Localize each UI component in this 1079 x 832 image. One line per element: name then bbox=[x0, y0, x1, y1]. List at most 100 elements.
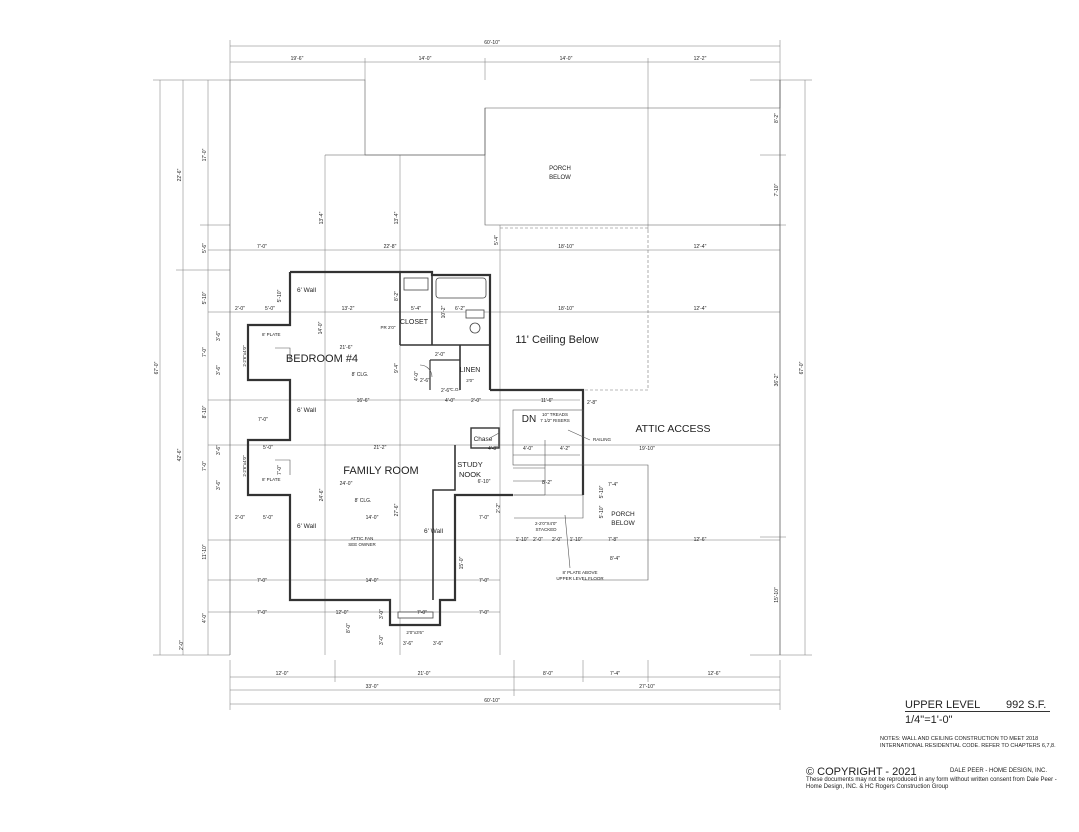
linen-label: LINEN bbox=[460, 367, 481, 374]
dim-low-9: 3'-6" bbox=[433, 641, 443, 647]
dim-low-2: 14'-0" bbox=[366, 578, 379, 584]
stacked-label: STACKED bbox=[536, 527, 558, 532]
dim-left-10: 3'-6" bbox=[216, 480, 222, 490]
dim-bottom-4: 7'-4" bbox=[610, 671, 620, 677]
top-dimensions: 60'-10" 19'-6" 14'-0" 14'-0" 12'-2" bbox=[291, 40, 707, 62]
co-label: C.O. bbox=[450, 387, 459, 392]
dim-left-lower: 42'-6" bbox=[177, 448, 183, 461]
dim-v-1: 13'-4" bbox=[319, 211, 325, 224]
dim-low-19: 15'-0" bbox=[459, 556, 465, 569]
dim-low-12: 2'-0" bbox=[552, 537, 562, 543]
dim-hall-8: 7'-0" bbox=[258, 417, 268, 423]
title-legal: These documents may not be reproduced in… bbox=[806, 777, 1057, 790]
dim-right-4: 15'-10" bbox=[774, 587, 780, 603]
porch-top-label-2: BELOW bbox=[549, 175, 571, 181]
bay-window-label: 2'0"x3'6" bbox=[406, 630, 424, 635]
dim-hall-4: 11'-6" bbox=[541, 398, 554, 404]
dim-bed-6: 10'-2" bbox=[441, 305, 447, 318]
window-label-a: 2-2'6"x4'0" bbox=[242, 345, 247, 367]
dim-left-outer: 67'-0" bbox=[154, 361, 160, 374]
attic-fan-label-2: SEE OWNER bbox=[348, 542, 376, 547]
title-square-feet: 992 S.F. bbox=[1006, 699, 1047, 711]
hall-dimensions: 16'-6" 4'-0" 2'-0" 11'-6" 2'-8" 2'-6" 2'… bbox=[258, 378, 655, 452]
stair-down-label: DN bbox=[522, 414, 536, 425]
lower-dimensions: 7'-0" 14'-0" 7'-0" 7'-0" 12'-0" 7'-0" 7'… bbox=[257, 482, 707, 647]
dim-low-21: 3'-0" bbox=[379, 609, 385, 619]
dim-fam-16: 5'-10" bbox=[599, 485, 605, 498]
dim-low-22: 3'-0" bbox=[379, 635, 385, 645]
bedroom-ceiling-label: 8' CLG. bbox=[352, 372, 369, 378]
dim-bed-10: 8'-2" bbox=[394, 291, 400, 301]
window-label-b: 2-2'6"x4'0" bbox=[242, 455, 247, 477]
dim-bottom-overall: 60'-10" bbox=[484, 698, 500, 704]
study-label-1: STUDY bbox=[457, 460, 482, 469]
dim-low-1: 7'-0" bbox=[257, 578, 267, 584]
dim-low-7: 7'-0" bbox=[479, 610, 489, 616]
title-level: UPPER LEVEL bbox=[905, 699, 981, 711]
dim-left-6: 3'-6" bbox=[216, 365, 222, 375]
dim-low-8: 3'-6" bbox=[403, 641, 413, 647]
dim-bed-1: 2'-0" bbox=[235, 306, 245, 312]
bedroom-dimensions: 2'-0" 5'-0" 13'-2" 5'-4" 6'-2" 10'-2" 21… bbox=[235, 289, 465, 381]
dim-row-b-1: 18'-10" bbox=[558, 306, 574, 312]
closet-label: CLOSET bbox=[400, 319, 429, 326]
interior-walls bbox=[399, 272, 584, 600]
bedroom-label: BEDROOM #4 bbox=[286, 353, 358, 365]
dim-right-2: 7'-10" bbox=[774, 183, 780, 196]
plate-label-a: 8' PLATE bbox=[262, 332, 281, 337]
dim-left-7: 8'-10" bbox=[202, 405, 208, 418]
dim-row-b-2: 12'-4" bbox=[694, 306, 707, 312]
dim-left-5: 7'-0" bbox=[202, 347, 208, 357]
family-dimensions: 5'-0" 21'-2" 24'-0" 14'-0" 5'-0" 2'-0" 2… bbox=[235, 445, 605, 521]
dim-fam-6: 2'-0" bbox=[235, 515, 245, 521]
dim-low-18: 5'-10" bbox=[599, 505, 605, 518]
dim-v-2: 13'-4" bbox=[394, 211, 400, 224]
dim-fam-13: 4'-0" bbox=[523, 446, 533, 452]
dim-row-a-2: 22'-8" bbox=[384, 244, 397, 250]
dim-left-3: 5'-10" bbox=[202, 291, 208, 304]
porch-right-label-1: PORCH bbox=[611, 511, 635, 518]
title-firm: DALE PEER - HOME DESIGN, INC. bbox=[950, 768, 1048, 774]
dim-low-4: 7'-0" bbox=[257, 610, 267, 616]
dim-top-2: 14'-0" bbox=[419, 56, 432, 62]
title-underline bbox=[905, 711, 1050, 712]
chase-label: Chase bbox=[474, 436, 493, 443]
dim-low-14: 7'-8" bbox=[608, 537, 618, 543]
dim-hall-1: 16'-6" bbox=[357, 398, 370, 404]
ceiling-below-label: 11' Ceiling Below bbox=[515, 334, 598, 346]
dim-right-1: 8'-2" bbox=[774, 113, 780, 123]
treads-label: 10" TREADS bbox=[542, 412, 568, 417]
dim-bottom-sub-1: 33'-0" bbox=[366, 684, 379, 690]
porch-right-label-2: BELOW bbox=[611, 520, 635, 527]
dim-fam-4: 14'-0" bbox=[366, 515, 379, 521]
dim-low-3: 7'-0" bbox=[479, 578, 489, 584]
dim-left-11: 11'-10" bbox=[202, 544, 208, 559]
dim-left-12: 4'-0" bbox=[202, 613, 208, 623]
dim-top-3: 14'-0" bbox=[560, 56, 573, 62]
left-dimensions: 67'-0" 22'-6" 42'-6" 17'-0" 5'-6" 5'-10"… bbox=[154, 148, 222, 650]
dim-hall-7: 2'-6" bbox=[420, 378, 430, 384]
dim-bed-7: 21'-6" bbox=[340, 345, 353, 351]
dim-fam-17: 2'-2" bbox=[496, 503, 502, 513]
dim-fam-7: 27'-6" bbox=[394, 503, 400, 516]
dim-low-13: 1'-10" bbox=[570, 537, 583, 543]
dim-top-1: 19'-6" bbox=[291, 56, 304, 62]
dim-right-outer: 67'-0" bbox=[799, 361, 805, 374]
dim-fam-14: 4'-2" bbox=[560, 446, 570, 452]
dim-low-16: 12'-6" bbox=[694, 537, 707, 543]
window-label-c: 2-2'0"X4'0" bbox=[535, 521, 557, 526]
dim-left-8: 3'-6" bbox=[216, 445, 222, 455]
dim-left-2: 5'-6" bbox=[202, 243, 208, 253]
dim-top-4: 12'-2" bbox=[694, 56, 707, 62]
pr-label: PR 2'0" bbox=[381, 325, 396, 330]
dim-fam-9: 7'-0" bbox=[277, 465, 283, 475]
linen-dim-label: 2'0" bbox=[466, 378, 474, 383]
dim-fam-11: 6'-10" bbox=[478, 479, 491, 485]
plate-above-label-2: UPPER LEVEL FLOOR bbox=[556, 576, 604, 581]
dim-right-3: 36'-2" bbox=[774, 373, 780, 386]
dim-bed-9: 5'-10" bbox=[277, 289, 283, 302]
right-dimensions: 67'-0" 8'-2" 7'-10" 36'-2" 15'-10" bbox=[774, 113, 805, 603]
roof-outline bbox=[229, 79, 781, 655]
dim-row-a-3: 18'-10" bbox=[558, 244, 574, 250]
